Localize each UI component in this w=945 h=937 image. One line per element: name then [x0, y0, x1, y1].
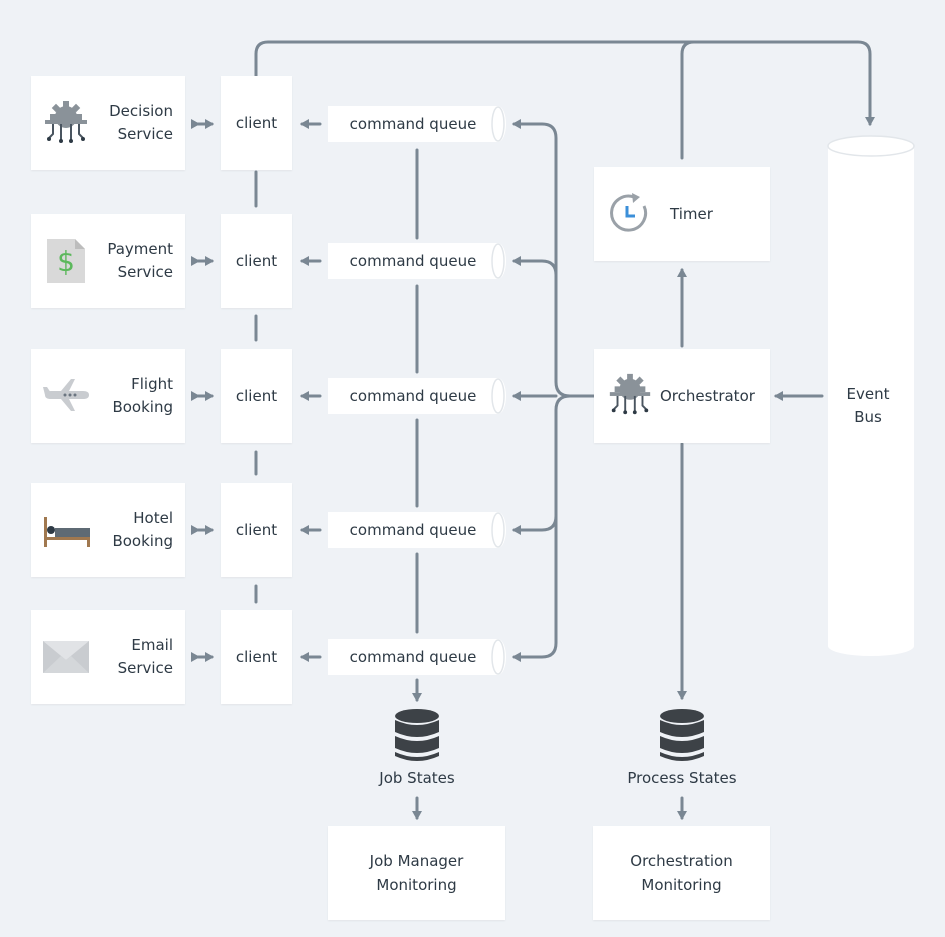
queue-cylinder-shape	[328, 378, 506, 414]
client-label: client	[235, 114, 278, 132]
client-box[interactable]: client	[221, 214, 292, 308]
database-icon	[660, 709, 704, 761]
client-label: client	[235, 252, 278, 270]
orchestration-monitoring-box[interactable]: Orchestration Monitoring	[593, 826, 770, 920]
email-service-box[interactable]: Email Service	[31, 610, 185, 704]
command-queue[interactable]: command queue	[328, 512, 506, 548]
gear-circuit-icon	[609, 373, 651, 415]
queue-cylinder-shape	[328, 512, 506, 548]
monitoring-label: Job Manager Monitoring	[369, 852, 464, 894]
command-queue[interactable]: command queue	[328, 243, 506, 279]
clock-refresh-icon	[610, 193, 648, 232]
service-label: Hotel Booking	[112, 509, 173, 550]
service-label: Email Service	[117, 636, 173, 677]
queue-cylinder-shape	[328, 106, 506, 142]
payment-service-box[interactable]: $ Payment Service	[31, 214, 185, 308]
client-box[interactable]: client	[221, 483, 292, 577]
dollar-document-icon: $	[47, 239, 85, 283]
queue-label: command queue	[349, 387, 477, 405]
timer-box[interactable]: Timer	[594, 167, 770, 261]
job-manager-monitoring-box[interactable]: Job Manager Monitoring	[328, 826, 505, 920]
service-label: Payment Service	[107, 240, 173, 281]
queue-cylinder-shape	[328, 243, 506, 279]
svg-text:$: $	[57, 245, 75, 278]
client-label: client	[235, 521, 278, 539]
client-label: client	[235, 387, 278, 405]
decision-service-box[interactable]: Decision Service	[31, 76, 185, 170]
flight-booking-box[interactable]: Flight Booking	[31, 349, 185, 443]
service-label: Decision Service	[109, 102, 173, 143]
monitoring-label: Orchestration Monitoring	[630, 852, 733, 894]
command-queue[interactable]: command queue	[328, 106, 506, 142]
process-states-label: Process States	[627, 769, 737, 787]
database-icon	[395, 709, 439, 761]
command-queue[interactable]: command queue	[328, 639, 506, 675]
client-label: client	[235, 648, 278, 666]
queue-cylinder-shape	[328, 639, 506, 675]
queue-label: command queue	[349, 648, 477, 666]
gear-circuit-icon	[45, 101, 87, 143]
orchestrator-label: Orchestrator	[660, 387, 755, 405]
queue-label: command queue	[349, 252, 477, 270]
event-bus-cylinder[interactable]	[826, 134, 916, 658]
timer-label: Timer	[670, 205, 713, 223]
queue-label: command queue	[349, 115, 477, 133]
command-queue[interactable]: command queue	[328, 378, 506, 414]
client-box[interactable]: client	[221, 76, 292, 170]
airplane-icon	[43, 379, 89, 411]
service-label: Flight Booking	[112, 375, 173, 416]
envelope-icon	[43, 641, 89, 673]
job-states-label: Job States	[379, 769, 455, 787]
event-bus-label: Event Bus	[846, 385, 890, 426]
queue-label: command queue	[349, 521, 477, 539]
orchestrator-box[interactable]: Orchestrator	[594, 349, 770, 443]
client-box[interactable]: client	[221, 610, 292, 704]
hotel-booking-box[interactable]: Hotel Booking	[31, 483, 185, 577]
client-box[interactable]: client	[221, 349, 292, 443]
bed-icon	[44, 517, 90, 547]
